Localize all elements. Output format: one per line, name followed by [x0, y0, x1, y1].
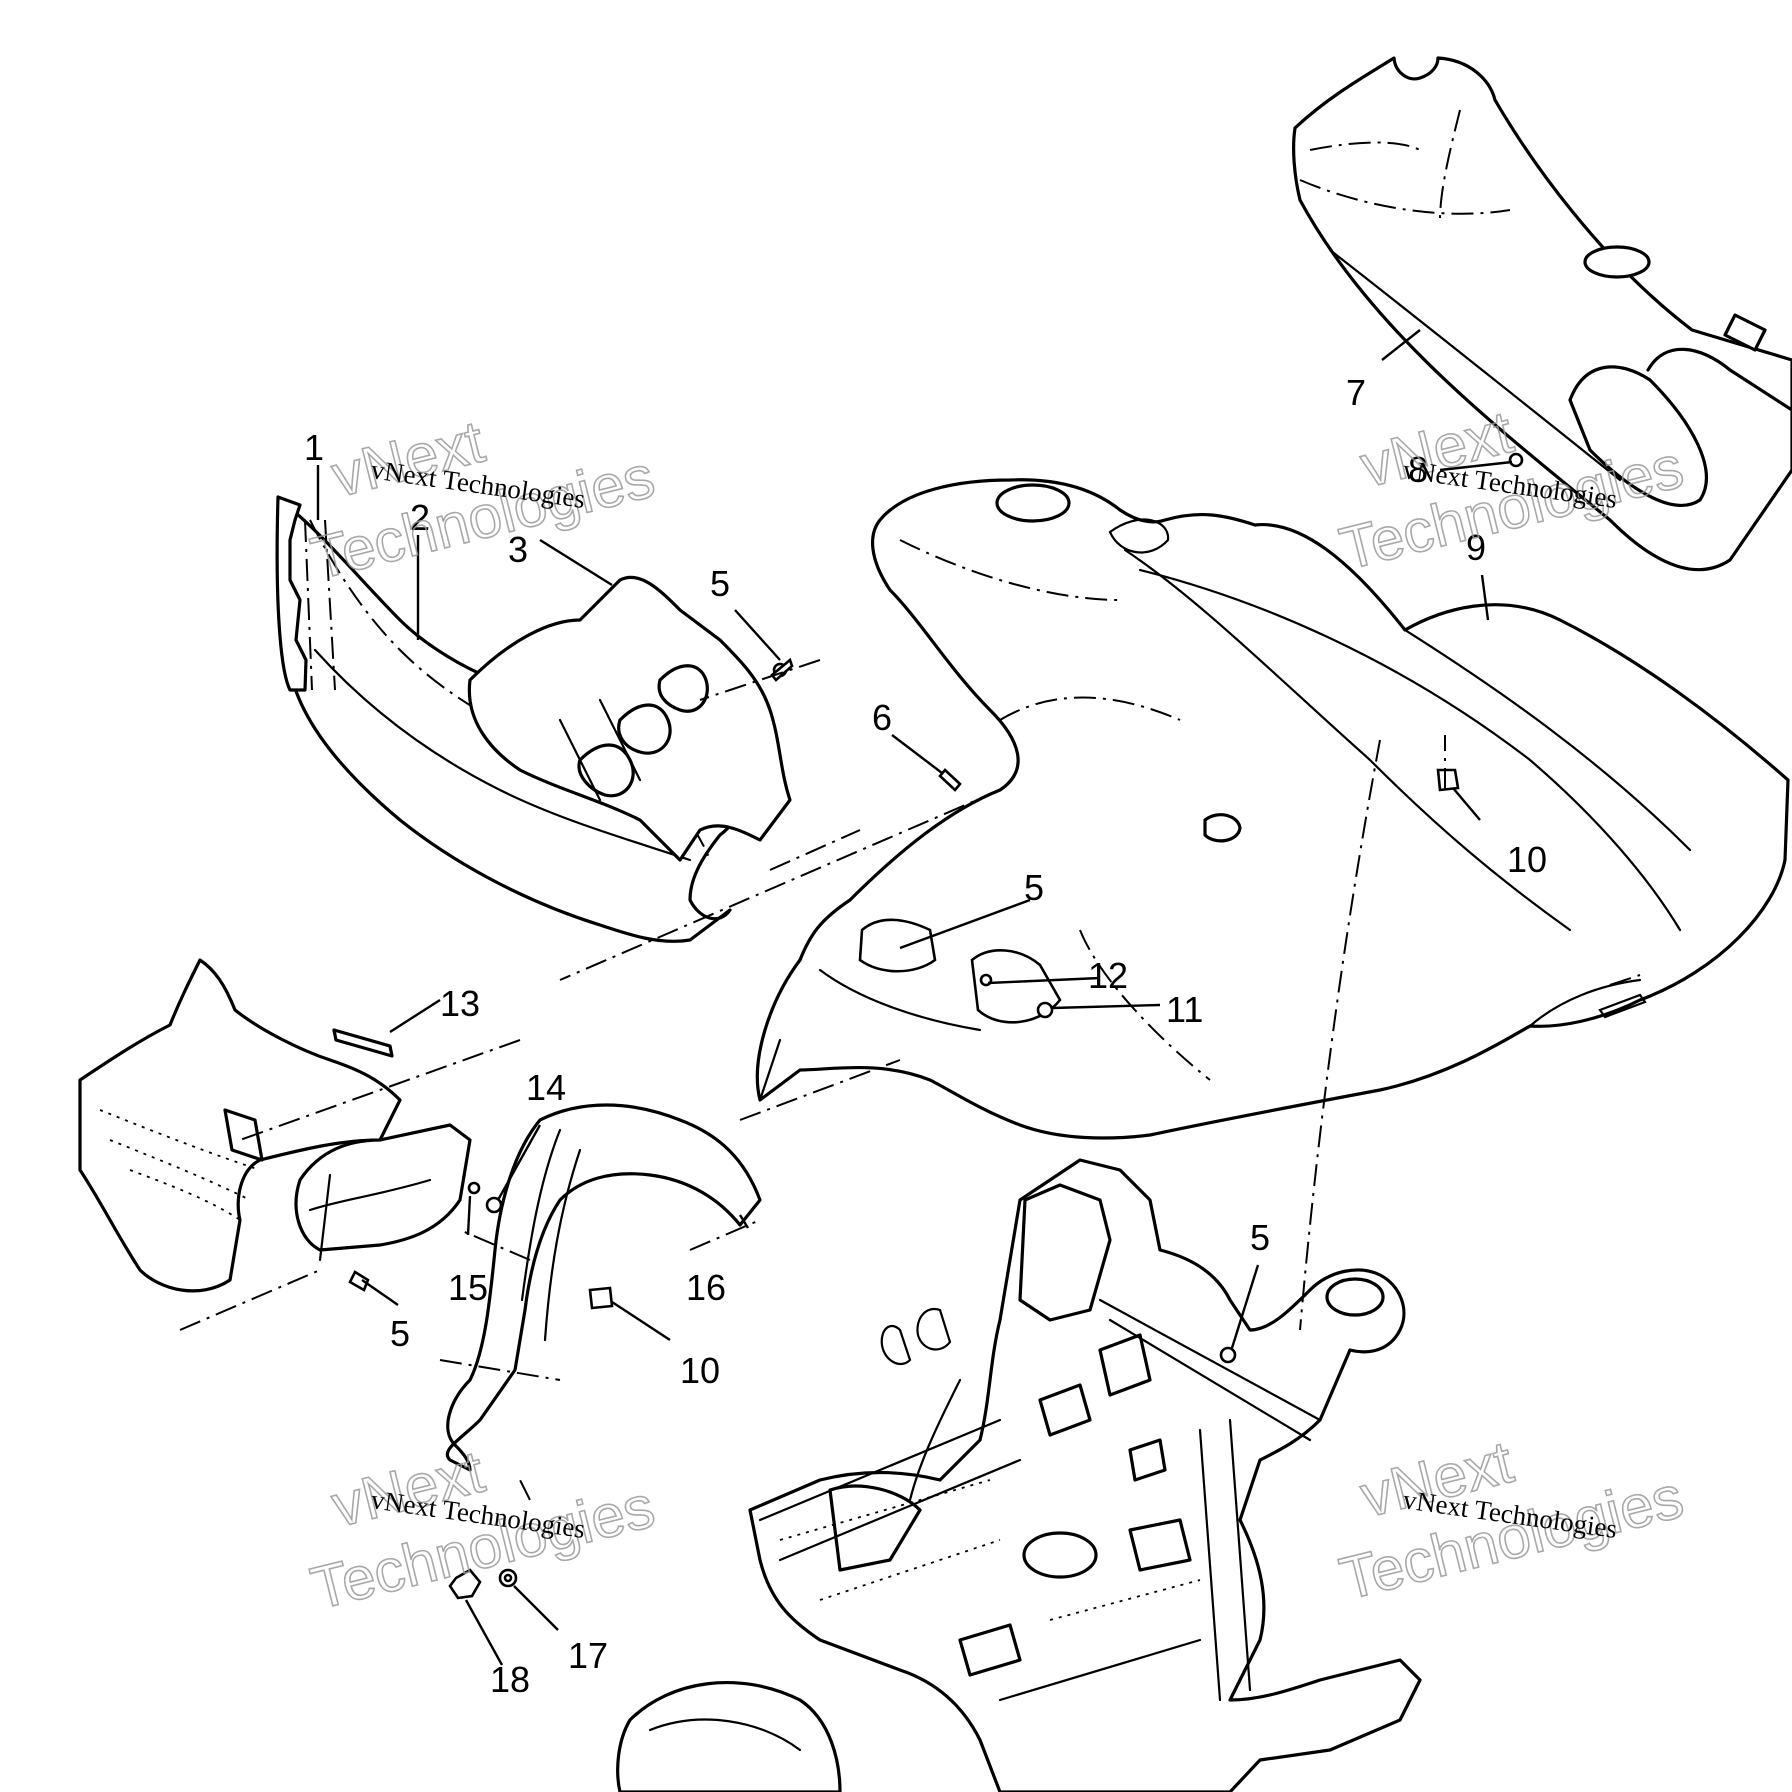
part-1-panel-frame [275, 495, 336, 692]
callout-10-flare: 10 [680, 1350, 720, 1391]
part-7-rear-cover [1292, 56, 1792, 572]
callout-16: 16 [686, 1267, 726, 1308]
hardware [348, 452, 1524, 1600]
callout-13: 13 [440, 983, 480, 1024]
callout-18: 18 [490, 1659, 530, 1700]
callout-5-upper: 5 [710, 563, 730, 604]
callout-15: 15 [448, 1267, 488, 1308]
callout-12: 12 [1088, 955, 1128, 996]
part-3-inner-panel [467, 575, 792, 862]
callout-8: 8 [1408, 449, 1428, 490]
callout-9: 9 [1466, 527, 1486, 568]
callout-14: 14 [526, 1067, 566, 1108]
watermark-bottom-right: vNext Technologies [1333, 1427, 1691, 1613]
callout-labels: 1 2 3 5 5 5 5 6 7 8 9 10 10 11 12 13 14 … [304, 372, 1547, 1700]
footrest-area [78, 958, 472, 1331]
callout-6: 6 [872, 697, 892, 738]
callout-2: 2 [410, 497, 430, 538]
callout-5-frame: 5 [1250, 1217, 1270, 1258]
frame-assembly [748, 1158, 1422, 1792]
callout-1: 1 [304, 427, 324, 468]
part-16-fender-flare [439, 1103, 762, 1472]
front-tire-fragment [616, 1681, 842, 1792]
part-9-rear-fender [755, 478, 1790, 1140]
callout-3: 3 [508, 529, 528, 570]
callout-5-left: 5 [390, 1313, 410, 1354]
part-13-reflector [332, 1028, 394, 1058]
callout-10-fender: 10 [1507, 839, 1547, 880]
callout-11: 11 [1166, 989, 1203, 1030]
callout-17: 17 [568, 1635, 608, 1676]
alignment-lines [239, 659, 1446, 1501]
leader-lines [316, 329, 1513, 1666]
callout-7: 7 [1346, 372, 1366, 413]
callout-5-fender: 5 [1024, 867, 1044, 908]
